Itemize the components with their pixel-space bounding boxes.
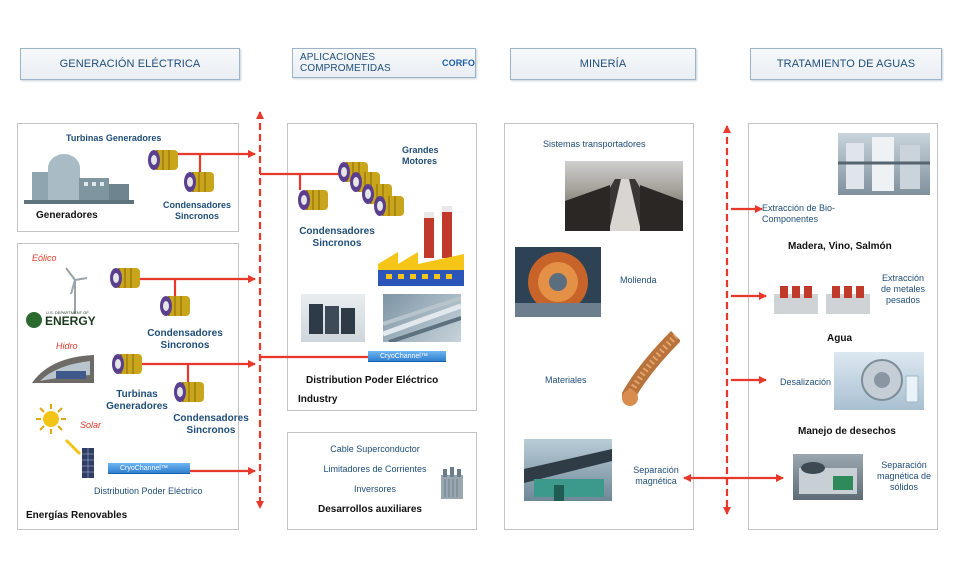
distribution-poder-electrico-ren-label: Distribution Poder Eléctrico bbox=[94, 486, 203, 496]
hidro-label: Hidro bbox=[56, 341, 78, 351]
battery-racks-icon bbox=[309, 304, 355, 334]
header-tratamiento-label: TRATAMIENTO DE AGUAS bbox=[776, 58, 916, 70]
extraccion-bio-label: Extracción de Bio-Componentes bbox=[762, 203, 836, 224]
motor-icon bbox=[184, 172, 214, 192]
energy-logo-seal bbox=[26, 312, 42, 328]
header-mineria-label: MINERÍA bbox=[579, 58, 627, 70]
motor-icon bbox=[148, 150, 178, 170]
cable-installation-photo bbox=[383, 294, 461, 342]
separator-machine-icon bbox=[524, 449, 612, 501]
grinding-mill-photo bbox=[515, 247, 601, 317]
energy-logo-text: ENERGY bbox=[45, 314, 96, 328]
energy-logo-top: U.S. DEPARTMENT OF bbox=[46, 310, 89, 315]
energy-logo: U.S. DEPARTMENT OF ENERGY bbox=[26, 310, 96, 330]
desarrollos-auxiliares-label: Desarrollos auxiliares bbox=[318, 504, 422, 515]
motor-icon bbox=[298, 190, 328, 210]
wind-turbine-icon bbox=[65, 267, 88, 314]
motor-icon bbox=[374, 196, 404, 216]
corfo-logo: CORFO bbox=[442, 58, 475, 68]
condensadores-sincronos-ren1-label: Condensadores Sincronos bbox=[147, 328, 223, 351]
header-aplicaciones-comprometidas: APLICACIONES COMPROMETIDAS CORFO bbox=[292, 48, 476, 78]
desalination-photo bbox=[834, 352, 924, 410]
generadores-label: Generadores bbox=[36, 210, 98, 221]
agua-label: Agua bbox=[827, 333, 852, 344]
mill-icon bbox=[515, 252, 601, 317]
battery-storage-photo bbox=[301, 294, 365, 342]
solar-label: Solar bbox=[80, 420, 102, 430]
motor-icon bbox=[362, 184, 392, 204]
magnetic-separator-photo bbox=[524, 439, 612, 501]
extraccion-metales-label: Extracción de metales pesados bbox=[880, 273, 926, 305]
condensadores-sincronos-ren2-label: Condensadores Sincronos bbox=[173, 413, 249, 436]
factory-icon bbox=[378, 206, 464, 286]
sistemas-transportadores-label: Sistemas transportadores bbox=[543, 139, 646, 149]
solar-panel-icon bbox=[64, 438, 94, 478]
condensadores-sincronos-ind-label: Condensadores Sincronos bbox=[299, 226, 375, 249]
separacion-solidos-label: Separación magnética de sólidos bbox=[876, 460, 932, 492]
power-plant-icon bbox=[24, 154, 134, 204]
inversores-label: Inversores bbox=[353, 484, 397, 494]
conveyor-belt-icon bbox=[565, 179, 683, 231]
header-generacion-electrica: GENERACIÓN ELÉCTRICA bbox=[20, 48, 240, 80]
conveyor-photo bbox=[565, 161, 683, 231]
eolico-label: Eólico bbox=[32, 253, 57, 263]
sun-icon bbox=[36, 404, 66, 434]
separation-drum-icon bbox=[799, 462, 857, 494]
cable-superconductor-label: Cable Superconductor bbox=[330, 444, 420, 454]
tanks-icon bbox=[838, 137, 930, 191]
grandes-motores-label: Grandes Motores bbox=[402, 145, 439, 166]
cryochannel-bar-renovables: CryoChannel™ bbox=[108, 463, 190, 474]
motor-icon bbox=[174, 382, 204, 402]
hydro-dam-icon bbox=[32, 355, 94, 383]
cryochannel-label: CryoChannel™ bbox=[120, 465, 168, 472]
separacion-magnetica-label: Separación magnética bbox=[633, 465, 679, 486]
industry-label: Industry bbox=[298, 394, 338, 405]
manejo-desechos-label: Manejo de desechos bbox=[798, 426, 896, 437]
cryochannel-bar-industry: CryoChannel™ bbox=[368, 351, 446, 362]
molienda-label: Molienda bbox=[620, 275, 657, 285]
madera-vino-salmon-label: Madera, Vino, Salmón bbox=[788, 241, 892, 252]
turbinas-generadores-label: Turbinas Generadores bbox=[66, 133, 162, 143]
power-plant-illustration bbox=[24, 150, 134, 204]
turbinas-generadores-ren-label: Turbinas Generadores bbox=[106, 389, 168, 412]
distribution-poder-electrico-ind-label: Distribution Poder Eléctrico bbox=[306, 375, 439, 386]
copper-cable-icon bbox=[622, 331, 680, 406]
header-generacion-label: GENERACIÓN ELÉCTRICA bbox=[59, 58, 201, 70]
energias-renovables-label: Energías Renovables bbox=[26, 510, 128, 521]
metal-extraction-machines-icon bbox=[774, 286, 870, 314]
header-mineria: MINERÍA bbox=[510, 48, 696, 80]
solids-separation-photo bbox=[793, 454, 863, 500]
motor-icon bbox=[160, 296, 190, 316]
cryochannel-label: CryoChannel™ bbox=[380, 353, 428, 360]
pump-glass-icon bbox=[861, 359, 919, 403]
header-tratamiento-aguas: TRATAMIENTO DE AGUAS bbox=[750, 48, 942, 80]
transformer-icon bbox=[441, 467, 463, 499]
bio-extraction-photo bbox=[838, 133, 930, 195]
materiales-label: Materiales bbox=[545, 375, 587, 385]
motor-icon bbox=[110, 268, 140, 288]
limitadores-corrientes-label: Limitadores de Corrientes bbox=[323, 464, 427, 474]
pipes-icon bbox=[383, 296, 461, 342]
header-aplicaciones-label: APLICACIONES COMPROMETIDAS bbox=[300, 52, 391, 74]
condensadores-sincronos-gen-label: Condensadores Sincronos bbox=[162, 200, 231, 221]
desalizacion-label: Desalización bbox=[780, 377, 832, 387]
motor-icon bbox=[112, 354, 142, 374]
